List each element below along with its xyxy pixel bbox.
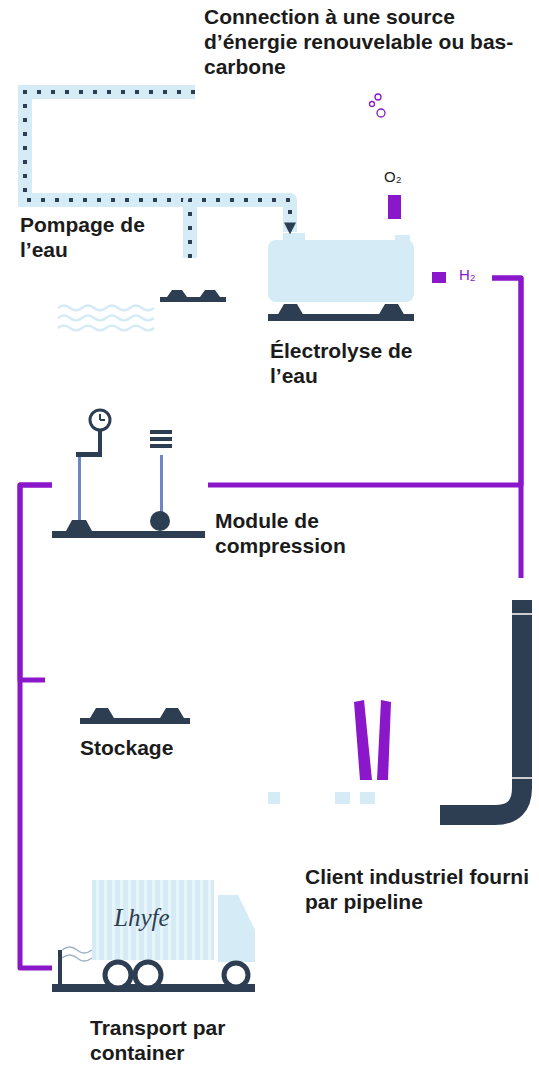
- node-label: Module de compression: [215, 508, 390, 558]
- node-label: Transport par container: [90, 1015, 265, 1065]
- pipe-body: [190, 200, 290, 258]
- flow-marks: [25, 92, 195, 200]
- node-label: Électrolyse de l’eau: [270, 338, 435, 388]
- line: [20, 485, 52, 680]
- compression-module: Module de compression: [52, 405, 208, 545]
- pumping-station: Pompage de l’eau: [52, 258, 235, 345]
- water-pipe: [190, 200, 290, 258]
- compression-module: [52, 410, 205, 538]
- industrial-site: [268, 600, 532, 815]
- node-label: Pompage de l’eau: [20, 212, 150, 262]
- brand-logo: Lhyfe: [114, 903, 194, 933]
- truck: [52, 880, 255, 992]
- hydrogen-line: [492, 278, 521, 578]
- pump-platform: [160, 290, 226, 302]
- container-truck: Transport par container: [52, 870, 255, 995]
- water-pipe: [25, 92, 195, 200]
- hydrogen-line: [20, 485, 52, 680]
- electrolyser: Électrolyse de l’eau: [262, 232, 492, 322]
- storage-platform: [80, 708, 190, 724]
- node-label: Stockage: [80, 735, 210, 760]
- hydrogen-label: H₂: [459, 266, 489, 284]
- hydrogen-line: [208, 278, 521, 485]
- line: [492, 278, 521, 578]
- storage: Stockage: [45, 665, 195, 765]
- bubbles: [370, 94, 386, 117]
- hydrogen-line: [20, 485, 52, 968]
- node-label: Client industriel fourni par pipeline: [305, 864, 533, 914]
- oxygen-label: O₂: [384, 168, 414, 186]
- arrow-head: [190, 200, 290, 258]
- line: [208, 278, 521, 485]
- energy-note: Connection à une source d’énergie renouv…: [204, 4, 534, 79]
- industrial-client: Client industriel fourni par pipeline: [265, 578, 535, 828]
- water-waves: [58, 306, 154, 331]
- line: [20, 485, 52, 968]
- flow-marks: [190, 200, 290, 258]
